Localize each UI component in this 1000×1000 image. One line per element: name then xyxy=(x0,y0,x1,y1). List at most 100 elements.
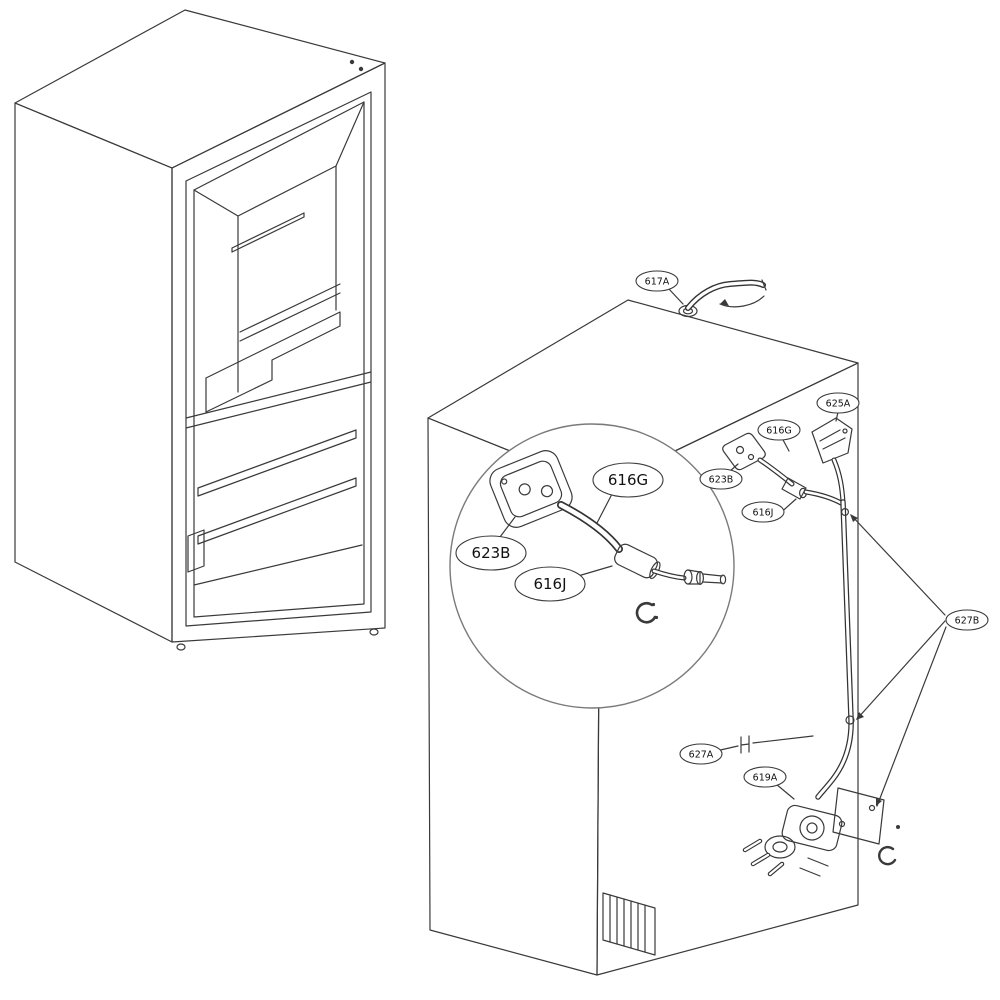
e-ring-lug xyxy=(654,615,659,620)
twist-arrowhead xyxy=(720,299,729,306)
callout-bubble xyxy=(592,462,664,498)
callout-bubble xyxy=(757,419,801,441)
leader-detail-623B xyxy=(499,516,516,538)
callout-bubble xyxy=(816,392,860,414)
plate-screw-hole xyxy=(501,478,508,485)
fitting-sleeve xyxy=(687,569,701,585)
leader-619A xyxy=(775,783,795,800)
valve-solenoid-core xyxy=(772,841,788,853)
callout-627B-label: 627B xyxy=(955,616,980,627)
callout-detail-616G: 616G xyxy=(592,462,664,498)
clamp-pointer-line xyxy=(752,735,814,744)
callout-bubble xyxy=(945,609,989,631)
callout-617A: 617A xyxy=(635,270,679,292)
top-screw-dot xyxy=(349,59,355,65)
bracket-plate-hole xyxy=(735,445,745,455)
valve-port-fill xyxy=(743,839,762,852)
vertical-tube-fill xyxy=(816,500,853,799)
vent-grille xyxy=(602,892,656,956)
freezer-floor-line xyxy=(193,544,363,586)
plate-inner xyxy=(499,460,563,518)
bracket-625a xyxy=(811,417,853,464)
magnifier-circle xyxy=(449,423,735,709)
interior-upper-rail xyxy=(239,283,341,342)
bracket-625a-screw xyxy=(842,428,848,434)
cabinet-top-face xyxy=(14,9,386,169)
valve-bracket-lines xyxy=(799,857,829,877)
bracket-plate-small xyxy=(722,432,766,471)
leader-arrowheads xyxy=(850,514,882,806)
callout-619A-label: 619A xyxy=(753,773,778,784)
water-tube-top xyxy=(678,279,767,318)
callout-detail-616J: 616J xyxy=(514,566,586,602)
cabinet-foot xyxy=(176,643,186,651)
rear-screw-dot xyxy=(896,825,900,829)
callout-625A: 625A xyxy=(816,392,860,414)
detail-tube-fill xyxy=(558,502,622,552)
callout-625A-label: 625A xyxy=(826,399,851,410)
leader-627B-lower xyxy=(876,626,947,807)
plate-outer xyxy=(489,450,573,528)
valve-port-fill xyxy=(751,853,770,866)
tube-fitting-small xyxy=(781,477,807,500)
bracket-625a-outline xyxy=(811,417,853,464)
valve-body-coil xyxy=(799,815,825,841)
callout-616G: 616G xyxy=(757,419,801,441)
valve-solenoid xyxy=(764,835,796,859)
callout-bubble xyxy=(741,501,785,523)
detail-623B-label: 623B xyxy=(472,544,511,562)
callout-627B: 627B xyxy=(945,609,989,631)
top-tube-fill xyxy=(686,281,765,310)
callout-detail-623B: 623B xyxy=(455,535,527,571)
callout-623B: 623B xyxy=(699,468,743,490)
callout-bubble xyxy=(635,270,679,292)
valve-body-case xyxy=(781,804,843,852)
tube-clamp-part xyxy=(740,735,814,754)
detail-e-ring xyxy=(635,601,657,624)
bracket-plate-hole xyxy=(747,453,755,461)
clamp-shape xyxy=(740,735,750,754)
tube-clip xyxy=(840,508,849,517)
valve-e-ring xyxy=(878,845,897,866)
compartment-divider xyxy=(185,371,372,429)
fitting-to-tube-fill xyxy=(804,490,843,505)
callout-616J: 616J xyxy=(741,501,785,523)
arrowhead xyxy=(876,798,882,806)
freezer-rail-upper xyxy=(197,429,357,497)
valve-plate-screw xyxy=(868,804,876,812)
valve-body-coil-center xyxy=(806,822,818,834)
callout-bubble xyxy=(679,743,723,765)
cabinet-front-face xyxy=(171,62,386,643)
callout-619A: 619A xyxy=(743,766,787,788)
bracket-625a-detail-lines xyxy=(819,429,846,450)
interior-ceiling-edges xyxy=(193,101,365,217)
callout-627A: 627A xyxy=(679,743,723,765)
top-screw-dot xyxy=(358,66,364,72)
tube-end-fitting-detail xyxy=(683,569,727,585)
back-cabinet-rear-face xyxy=(596,362,859,976)
upper-connector-assembly xyxy=(722,417,853,506)
fitting-body xyxy=(781,477,807,500)
twist-arrow-arc xyxy=(719,295,765,308)
leader-detail-616J xyxy=(577,565,613,577)
detail-tube2-fill xyxy=(652,569,686,580)
detail-616G-label: 616G xyxy=(608,471,648,489)
connector-tube-fill xyxy=(758,458,794,486)
callout-623B-label: 623B xyxy=(709,475,734,486)
fitting-collar xyxy=(695,570,704,585)
arrowhead xyxy=(856,712,864,720)
cabinet-foot xyxy=(369,628,379,636)
tube-clip xyxy=(845,715,855,725)
detail-magnifier xyxy=(449,423,735,709)
e-ring-lug xyxy=(651,602,656,607)
callout-bubble xyxy=(514,566,586,602)
top-tube-end-cap xyxy=(761,279,767,291)
fitting-stub-end xyxy=(719,574,727,585)
harness-down-fill xyxy=(832,458,845,504)
callout-bubble xyxy=(455,535,527,571)
callout-627A-label: 627A xyxy=(689,750,714,761)
callout-617A-label: 617A xyxy=(645,277,670,288)
interior-back-wall-edges xyxy=(237,165,337,393)
